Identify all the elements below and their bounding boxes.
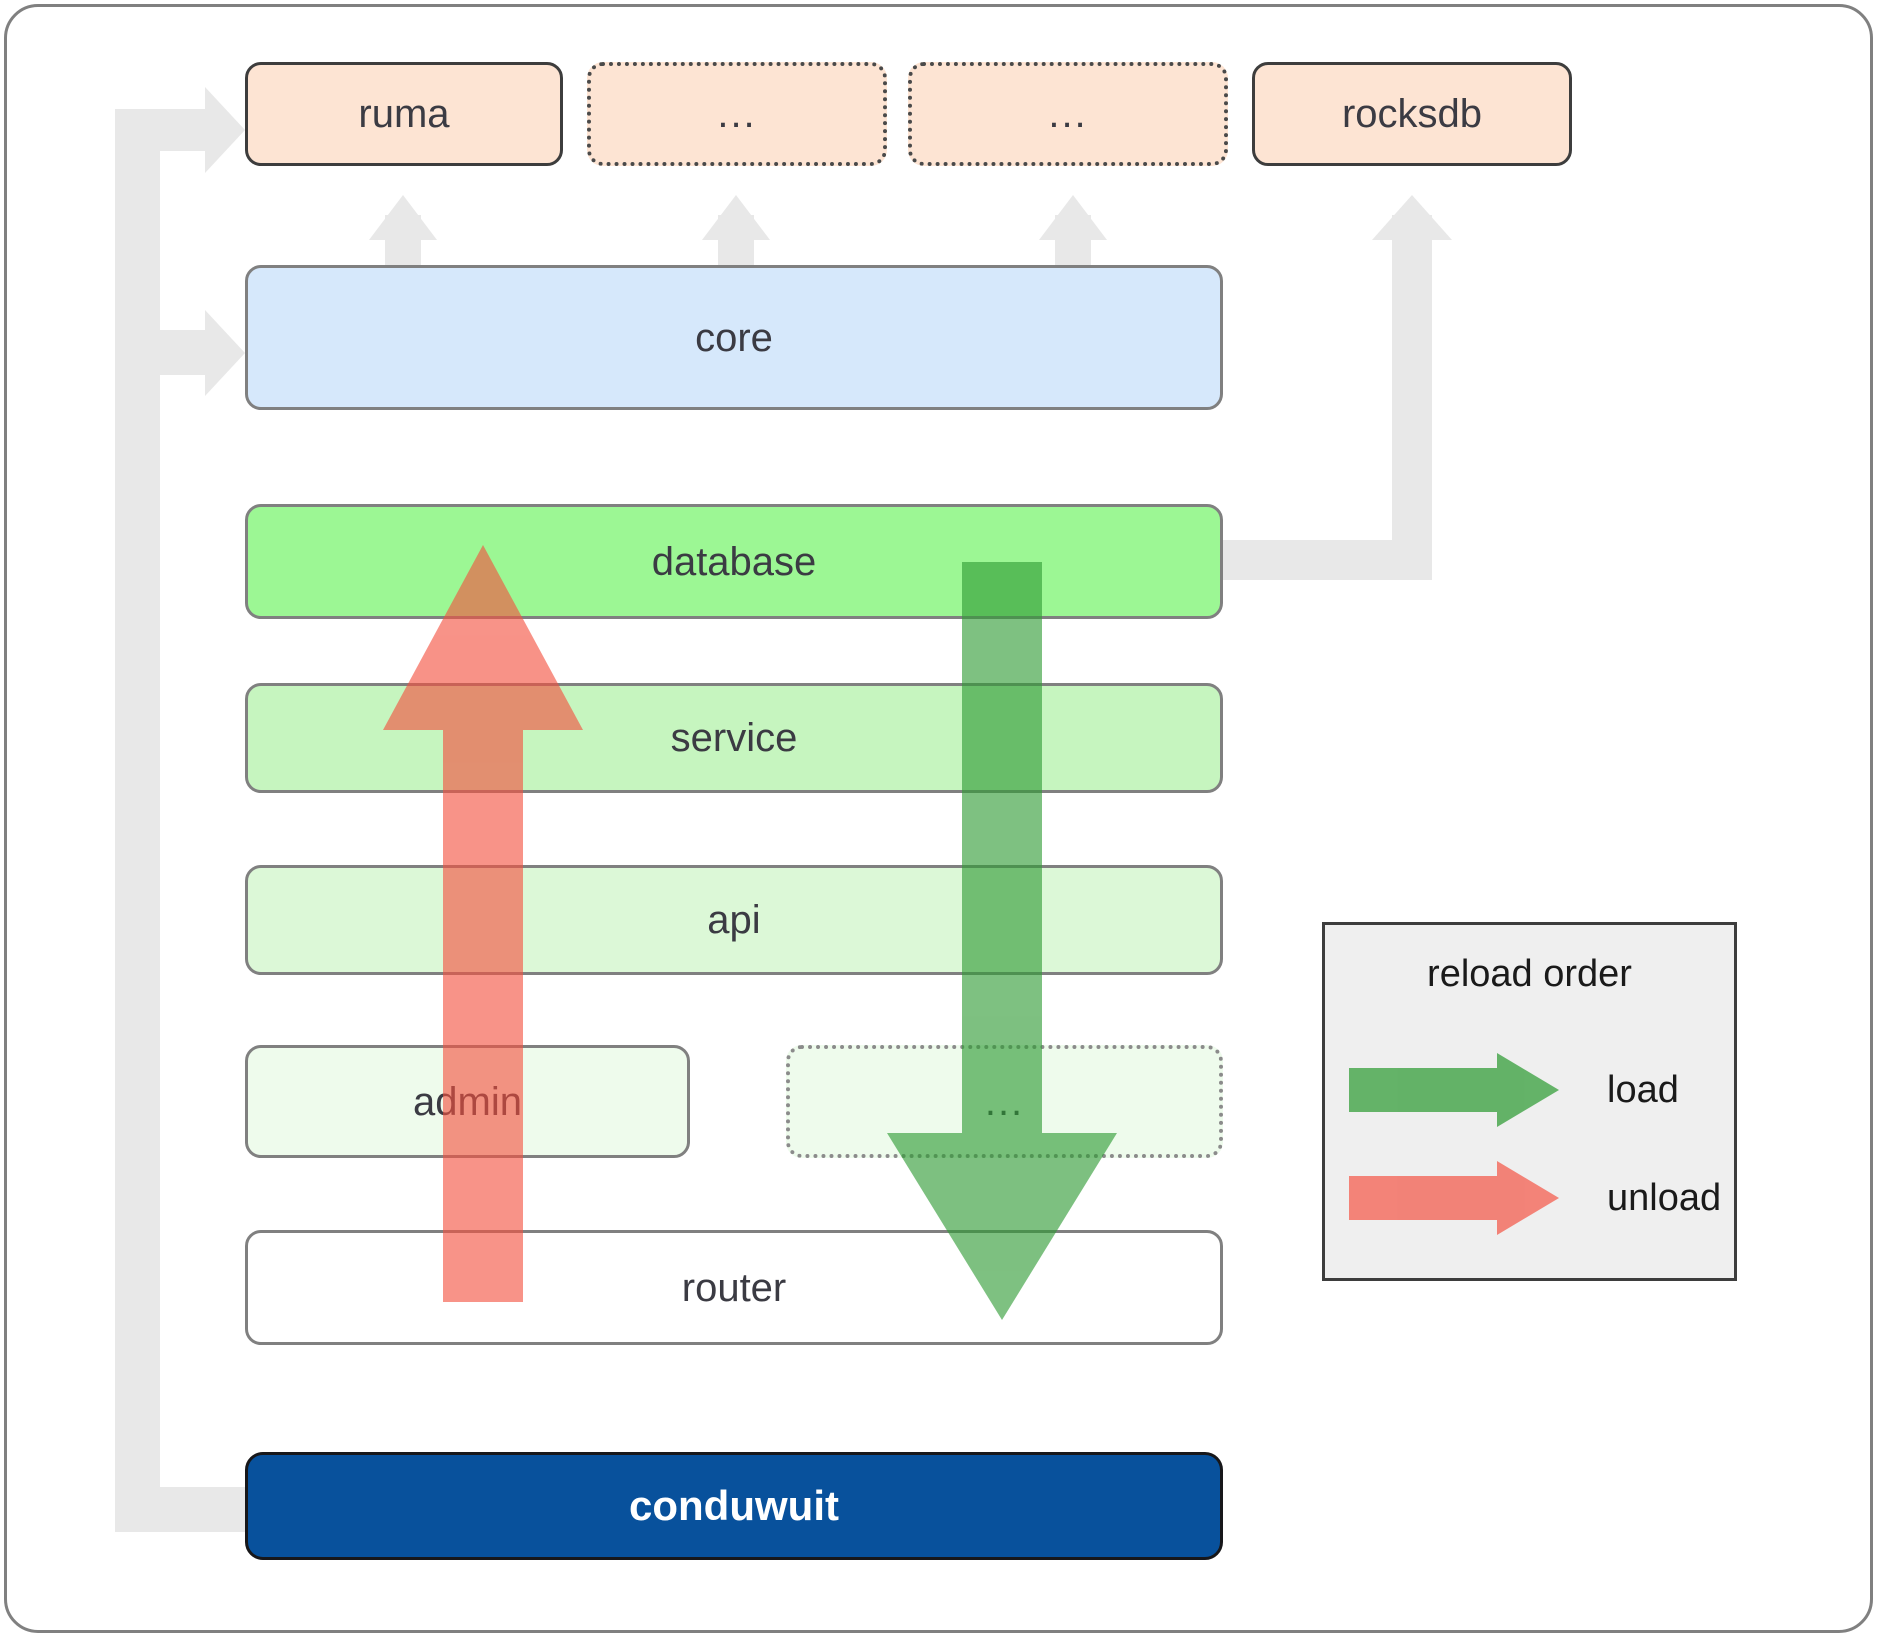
layer-node-service[interactable]: service xyxy=(245,683,1223,793)
legend-label-unload: unload xyxy=(1607,1176,1722,1219)
legend-title: reload order xyxy=(1427,953,1632,995)
layer-label: ... xyxy=(984,1079,1025,1124)
dependency-label: ruma xyxy=(358,92,450,136)
layer-label: database xyxy=(651,539,817,584)
dependency-node-ruma[interactable]: ruma xyxy=(245,62,563,166)
dependency-label: ... xyxy=(1048,92,1088,136)
layer-node-router[interactable]: router xyxy=(245,1230,1223,1345)
dependency-node-ellipsis-1[interactable]: ... xyxy=(587,62,887,166)
legend-panel: reload order load xyxy=(1322,922,1737,1281)
legend-row-unload: unload xyxy=(1325,1153,1734,1243)
app-node-conduwuit[interactable]: conduwuit xyxy=(245,1452,1223,1560)
legend-row-load: load xyxy=(1325,1045,1734,1135)
layer-label: router xyxy=(681,1265,787,1310)
layer-node-admin[interactable]: admin xyxy=(245,1045,690,1158)
dependency-label: ... xyxy=(717,92,757,136)
app-label: conduwuit xyxy=(629,1482,839,1529)
legend-label-load: load xyxy=(1607,1068,1679,1111)
layer-node-api[interactable]: api xyxy=(245,865,1223,975)
layer-label: service xyxy=(670,716,798,760)
layer-label: admin xyxy=(413,1079,522,1124)
unload-arrow-swatch xyxy=(1347,1153,1567,1243)
layer-node-ellipsis[interactable]: ... xyxy=(786,1045,1223,1158)
diagram-frame xyxy=(4,4,1873,1633)
dependency-label: rocksdb xyxy=(1341,92,1483,136)
layer-node-core[interactable]: core xyxy=(245,265,1223,410)
layer-label: api xyxy=(707,898,761,942)
load-arrow-swatch xyxy=(1347,1045,1567,1135)
dependency-node-ellipsis-2[interactable]: ... xyxy=(908,62,1228,166)
layer-node-database[interactable]: database xyxy=(245,504,1223,619)
layer-label: core xyxy=(695,315,773,360)
dependency-node-rocksdb[interactable]: rocksdb xyxy=(1252,62,1572,166)
